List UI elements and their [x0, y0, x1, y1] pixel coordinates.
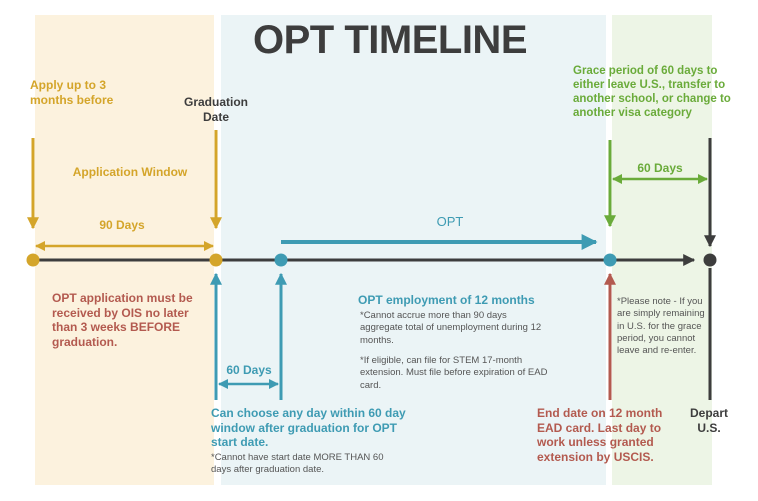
ead-end-date-label: End date on 12 month EAD card. Last day …	[537, 406, 663, 464]
opt-application-deadline-label: OPT application must be received by OIS …	[52, 291, 193, 349]
apply-up-to-label: Apply up to 3 months before	[30, 78, 114, 107]
graduation-date-label: Graduation Date	[183, 95, 248, 124]
opt-label: OPT	[436, 214, 464, 229]
opt-end-dot	[603, 253, 617, 267]
grace-period-panel	[612, 15, 712, 485]
start-date-note: *Cannot have start date MORE THAN 60 day…	[211, 452, 384, 476]
opt-employment-label: OPT employment of 12 months	[358, 293, 535, 307]
application-window-label: Application Window	[72, 165, 188, 179]
sixty-days-grace-label: 60 Days	[637, 161, 683, 175]
apply-start-dot	[26, 253, 40, 267]
ninety-days-label: 90 Days	[99, 218, 145, 232]
grace-period-label: Grace period of 60 days to either leave …	[573, 65, 731, 120]
start-date-choice-label: Can choose any day within 60 day window …	[211, 406, 406, 450]
depart-us-label: Depart U.S.	[689, 406, 728, 435]
grace-period-reentry-note: *Please note - If you are simply remaini…	[617, 296, 705, 357]
sixty-days-start-label: 60 Days	[226, 363, 272, 377]
opt-period-panel	[221, 15, 606, 485]
unemployment-note: *Cannot accrue more than 90 days aggrega…	[360, 310, 542, 346]
stem-extension-note: *If eligible, can file for STEM 17-month…	[360, 355, 548, 391]
page-title: OPT TIMELINE	[253, 18, 528, 62]
opt-start-dot	[274, 253, 288, 267]
graduation-dot	[209, 253, 223, 267]
depart-dot	[703, 253, 717, 267]
